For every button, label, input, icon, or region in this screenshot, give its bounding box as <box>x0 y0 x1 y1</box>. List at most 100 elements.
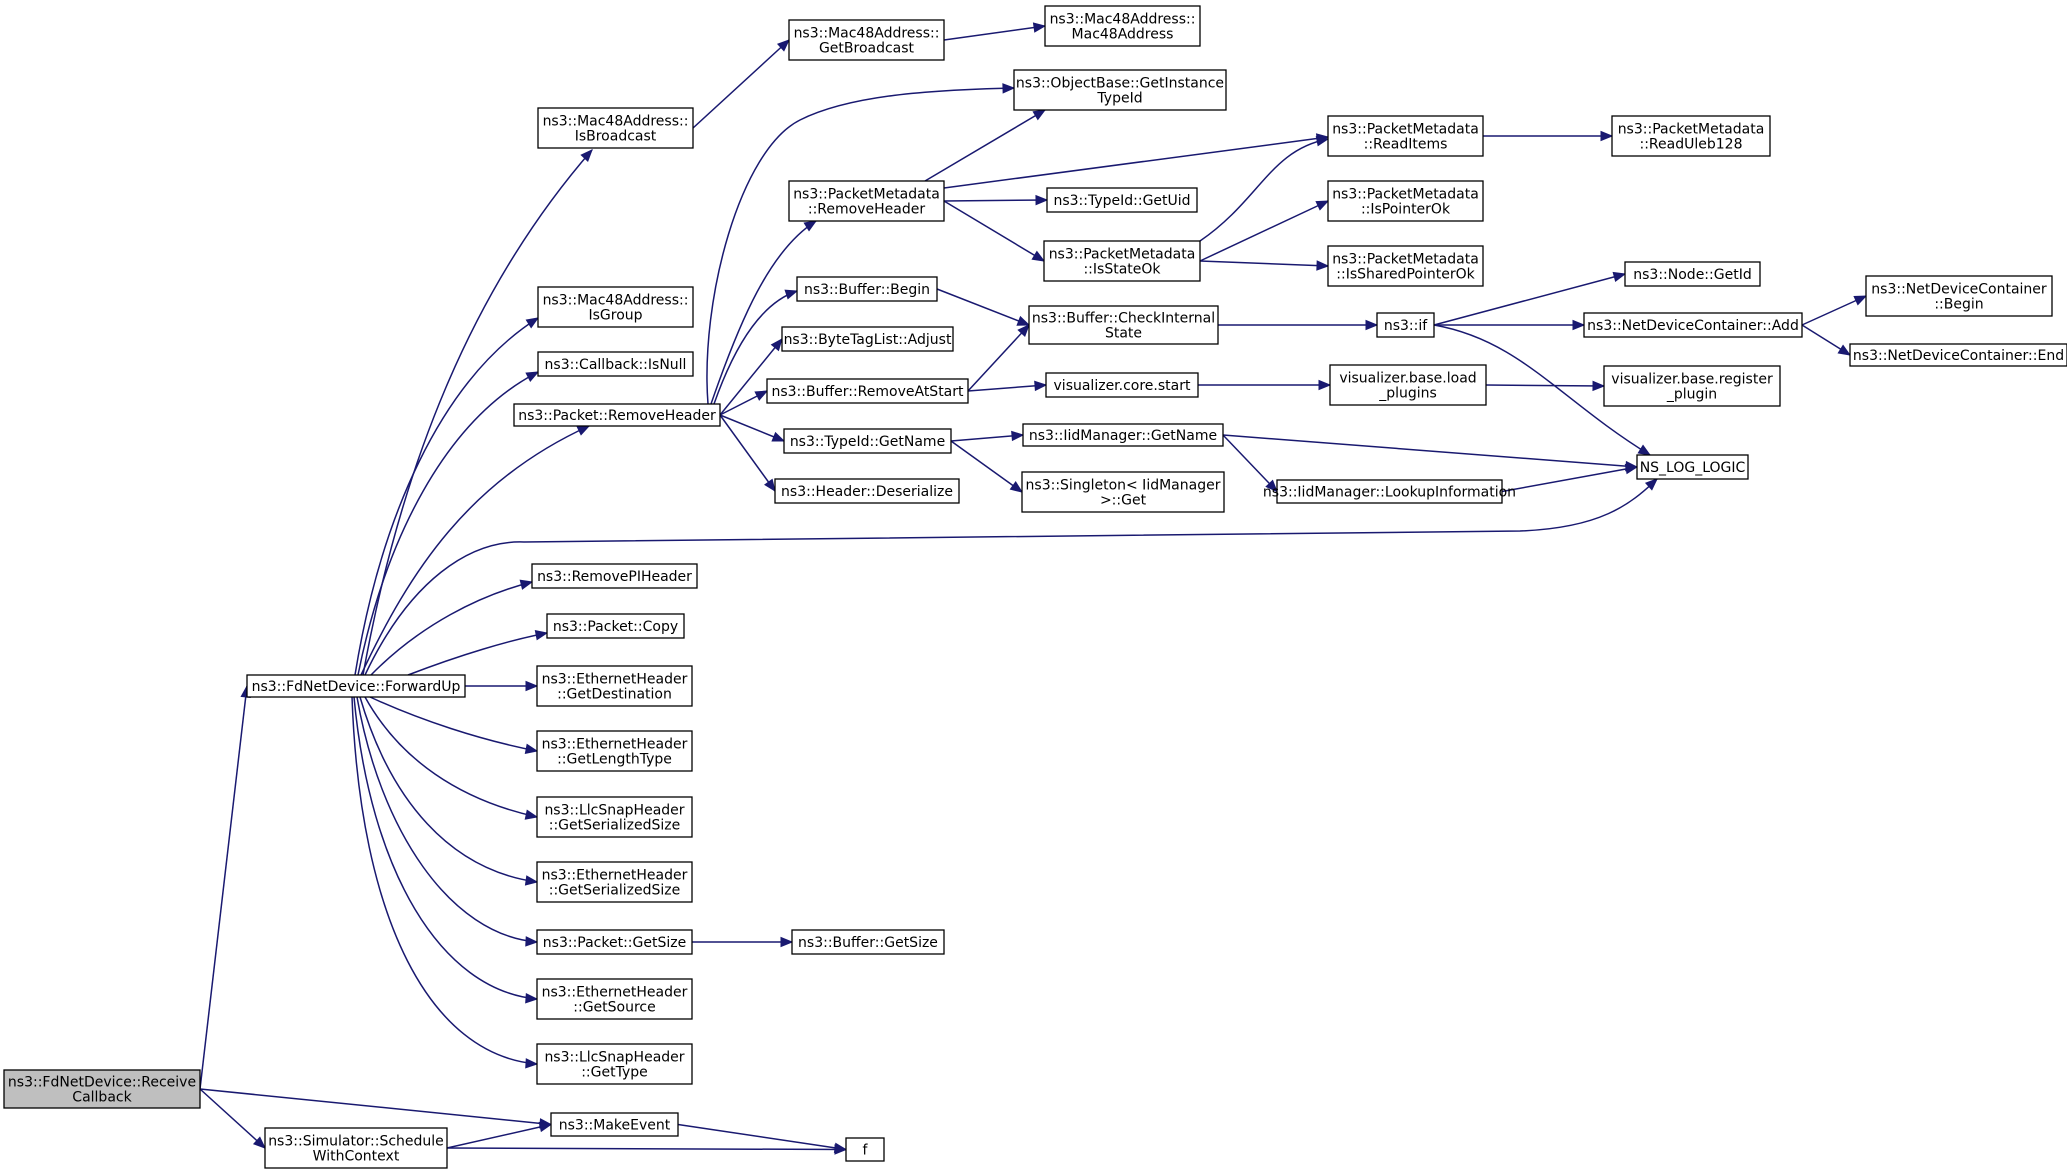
node-n28[interactable]: ns3::PacketMetadata::ReadItems <box>1327 115 1484 157</box>
node-box[interactable] <box>1013 69 1227 111</box>
node-box[interactable] <box>1376 312 1435 338</box>
node-n13[interactable]: ns3::LlcSnapHeader::GetSerializedSize <box>536 796 693 838</box>
node-box[interactable] <box>1044 5 1201 47</box>
node-box[interactable] <box>537 286 694 328</box>
node-n29[interactable]: ns3::PacketMetadata::ReadUleb128 <box>1611 115 1771 157</box>
node-box[interactable] <box>536 978 693 1020</box>
node-n22[interactable]: ns3::PacketMetadata::RemoveHeader <box>788 180 945 222</box>
node-n36[interactable]: ns3::Node::GetId <box>1624 261 1761 287</box>
node-box[interactable] <box>537 107 694 149</box>
node-n30[interactable]: ns3::TypeId::GetUid <box>1046 187 1198 213</box>
node-n45[interactable]: ns3::IidManager::LookupInformation <box>1263 479 1516 504</box>
node-box[interactable] <box>536 796 693 838</box>
node-box[interactable] <box>536 730 693 772</box>
node-n24[interactable]: ns3::ByteTagList::Adjust <box>781 326 954 352</box>
node-n14[interactable]: ns3::EthernetHeader::GetSerializedSize <box>536 861 693 903</box>
node-n9[interactable]: ns3::RemovePIHeader <box>531 563 698 589</box>
node-box[interactable] <box>246 674 466 698</box>
node-n33[interactable]: ns3::PacketMetadata::IsSharedPointerOk <box>1327 245 1484 287</box>
edge-line <box>446 1123 552 1149</box>
node-n12[interactable]: ns3::EthernetHeader::GetLengthType <box>536 730 693 772</box>
node-box[interactable] <box>1865 275 2053 317</box>
node-box[interactable] <box>1327 180 1484 222</box>
node-n25[interactable]: ns3::Buffer::RemoveAtStart <box>766 378 969 404</box>
node-n38[interactable]: ns3::NetDeviceContainer::Begin <box>1865 275 2053 317</box>
node-n18[interactable]: NS_LOG_LOGIC <box>1636 454 1749 480</box>
node-n44[interactable]: ns3::Singleton< IidManager >::Get <box>1021 471 1225 513</box>
node-n35[interactable]: ns3::if <box>1376 312 1435 338</box>
arrowhead <box>525 371 540 382</box>
node-label: IsGroup <box>588 308 642 324</box>
node-n2[interactable]: ns3::MakeEvent <box>550 1112 679 1137</box>
node-n15[interactable]: ns3::Packet::GetSize <box>536 929 693 955</box>
node-box[interactable] <box>536 929 693 955</box>
node-n17[interactable]: ns3::LlcSnapHeader::GetType <box>536 1043 693 1085</box>
node-box[interactable] <box>1611 115 1771 157</box>
node-n39[interactable]: ns3::NetDeviceContainer::End <box>1849 343 2067 367</box>
node-n41[interactable]: visualizer.base.load_plugins <box>1329 364 1487 406</box>
edge-line <box>950 440 1023 493</box>
node-n4[interactable]: f <box>845 1137 885 1162</box>
node-box[interactable] <box>1329 364 1487 406</box>
node-box[interactable] <box>774 478 960 504</box>
node-box[interactable] <box>1021 471 1225 513</box>
node-box[interactable] <box>531 563 698 589</box>
node-box[interactable] <box>537 351 694 377</box>
node-n31[interactable]: ns3::PacketMetadata::IsStateOk <box>1043 240 1201 282</box>
node-n43[interactable]: ns3::IidManager::GetName <box>1022 423 1224 447</box>
node-n23[interactable]: ns3::Buffer::Begin <box>796 276 938 302</box>
edge-line <box>943 25 1046 41</box>
node-label: ns3::Mac48Address:: <box>543 293 689 309</box>
node-box[interactable] <box>1043 240 1201 282</box>
node-n5[interactable]: ns3::Mac48Address::IsBroadcast <box>537 107 694 149</box>
node-box[interactable] <box>1276 479 1503 504</box>
node-n10[interactable]: ns3::Packet::Copy <box>546 613 685 639</box>
node-n37[interactable]: ns3::NetDeviceContainer::Add <box>1583 312 1803 338</box>
node-box[interactable] <box>783 428 952 454</box>
node-box[interactable] <box>1636 454 1749 480</box>
node-n16[interactable]: ns3::EthernetHeader::GetSource <box>536 978 693 1020</box>
node-box[interactable] <box>1583 312 1803 338</box>
node-n8[interactable]: ns3::Packet::RemoveHeader <box>513 403 721 427</box>
node-n26[interactable]: ns3::TypeId::GetName <box>783 428 952 454</box>
node-n46[interactable]: ns3::Buffer::GetSize <box>791 929 945 955</box>
node-box[interactable] <box>536 861 693 903</box>
node-box[interactable] <box>513 403 721 427</box>
node-box[interactable] <box>781 326 954 352</box>
node-box[interactable] <box>550 1112 679 1137</box>
node-n1[interactable]: ns3::FdNetDevice::ForwardUp <box>246 674 466 698</box>
node-box[interactable] <box>1045 372 1199 398</box>
node-box[interactable] <box>1327 115 1484 157</box>
node-box[interactable] <box>791 929 945 955</box>
node-n19[interactable]: ns3::Mac48Address::GetBroadcast <box>788 19 945 61</box>
node-n40[interactable]: visualizer.core.start <box>1045 372 1199 398</box>
node-n42[interactable]: visualizer.base.register_plugin <box>1603 365 1781 407</box>
node-box[interactable] <box>536 665 693 707</box>
node-n20[interactable]: ns3::Mac48Address::Mac48Address <box>1044 5 1201 47</box>
node-box[interactable] <box>766 378 969 404</box>
node-box[interactable] <box>1849 343 2067 367</box>
node-box[interactable] <box>264 1127 448 1169</box>
node-box[interactable] <box>845 1137 885 1162</box>
node-box[interactable] <box>1028 305 1219 345</box>
node-n32[interactable]: ns3::PacketMetadata::IsPointerOk <box>1327 180 1484 222</box>
node-box[interactable] <box>796 276 938 302</box>
node-n27[interactable]: ns3::Header::Deserialize <box>774 478 960 504</box>
node-box[interactable] <box>788 180 945 222</box>
node-box[interactable] <box>1022 423 1224 447</box>
node-box[interactable] <box>1603 365 1781 407</box>
node-n7[interactable]: ns3::Callback::IsNull <box>537 351 694 377</box>
node-box[interactable] <box>536 1043 693 1085</box>
node-box[interactable] <box>546 613 685 639</box>
node-box[interactable] <box>1046 187 1198 213</box>
node-n6[interactable]: ns3::Mac48Address::IsGroup <box>537 286 694 328</box>
node-box[interactable] <box>1327 245 1484 287</box>
node-n11[interactable]: ns3::EthernetHeader::GetDestination <box>536 665 693 707</box>
node-box[interactable] <box>788 19 945 61</box>
node-box[interactable] <box>3 1069 201 1109</box>
node-box[interactable] <box>1624 261 1761 287</box>
